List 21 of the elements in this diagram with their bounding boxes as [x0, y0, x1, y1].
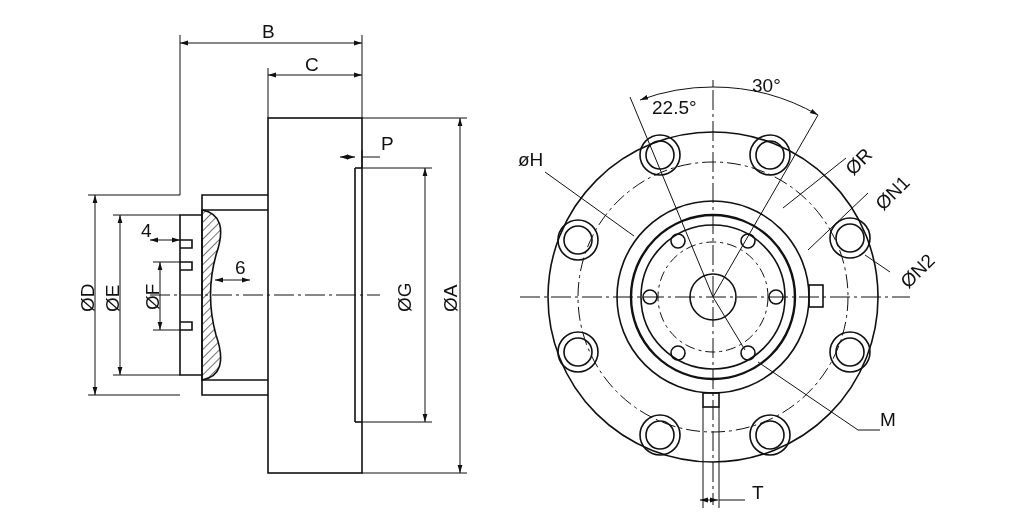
- leader-line: [864, 254, 891, 273]
- leader-line: [757, 361, 881, 431]
- dimension-label: B: [262, 22, 275, 42]
- callout-label: M: [880, 410, 896, 430]
- dimension-label: ØE: [103, 284, 123, 312]
- leader-line: [782, 157, 847, 209]
- dimension-label: ØA: [441, 284, 461, 312]
- leader-line: [544, 171, 635, 237]
- leader-line: [807, 192, 869, 251]
- dimension-label: T: [752, 483, 764, 503]
- dimension-label: ØG: [395, 282, 415, 312]
- dimension-label: ØF: [143, 283, 163, 310]
- callout-label: ØR: [842, 144, 877, 180]
- dimension-label: 4: [141, 221, 152, 241]
- callout-label: øH: [518, 150, 544, 170]
- dimension-label: 30°: [752, 76, 781, 96]
- dimension-label: 6: [235, 258, 246, 278]
- dimension-label: P: [381, 134, 394, 154]
- dimension-label: C: [305, 55, 319, 75]
- dimension-label: ØD: [78, 283, 98, 312]
- dimension-label: 22.5°: [652, 98, 697, 118]
